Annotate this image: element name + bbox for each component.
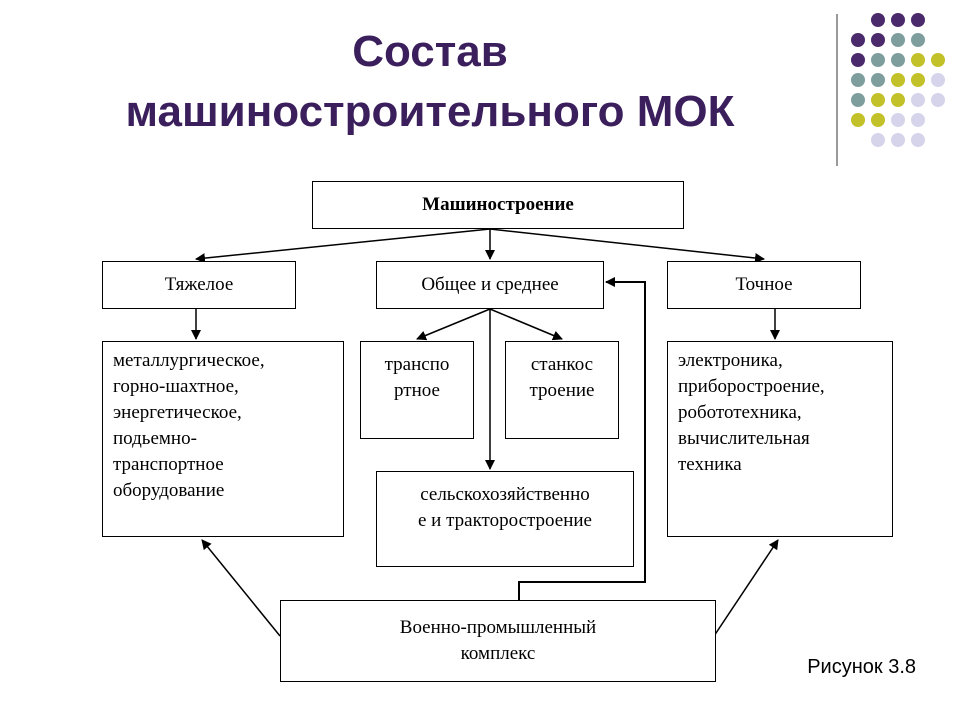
decorative-dot <box>891 73 905 87</box>
node-heavy-label: Тяжелое <box>164 274 234 295</box>
slide-title: Состав машиностроительного МОК <box>40 22 820 142</box>
decorative-dot <box>871 133 885 147</box>
arrow-root-to-heavy <box>195 228 491 264</box>
decorative-dot <box>871 13 885 27</box>
node-heavy-detail-label: металлургическое, горно-шахтное, энергет… <box>113 350 265 501</box>
decorative-dot <box>851 33 865 47</box>
node-heavy: Тяжелое <box>102 261 296 309</box>
divider-line <box>836 14 838 166</box>
node-root-label: Машиностроение <box>422 194 574 215</box>
node-root: Машиностроение <box>312 181 684 229</box>
decorative-dot <box>871 113 885 127</box>
slide-title-line1: Состав <box>352 27 508 76</box>
node-machine-tool-label: станкос троение <box>529 354 595 401</box>
arrow-general-to-machine-tool <box>489 308 563 341</box>
decorative-dot <box>891 133 905 147</box>
arrow-military-to-heavy <box>201 539 281 637</box>
node-precision-label: Точное <box>735 274 793 295</box>
node-general: Общее и среднее <box>376 261 604 309</box>
node-agri: сельскохозяйственно е и тракторостроение <box>376 471 634 567</box>
decorative-dot <box>891 53 905 67</box>
node-precision-detail-label: электроника, приборостроение, робототехн… <box>678 350 825 475</box>
decorative-dot <box>871 53 885 67</box>
decorative-dot <box>911 33 925 47</box>
decorative-dot <box>871 33 885 47</box>
decorative-dot <box>931 73 945 87</box>
arrow-root-to-precision <box>489 228 765 263</box>
decorative-dot <box>891 33 905 47</box>
decorative-dot <box>911 133 925 147</box>
decorative-dot <box>851 73 865 87</box>
decorative-dot <box>931 53 945 67</box>
node-transport-label: транспо ртное <box>384 354 450 401</box>
decorative-dot <box>871 93 885 107</box>
arrow-general-to-transport <box>416 308 491 341</box>
node-general-label: Общее и среднее <box>421 274 559 295</box>
decorative-dot <box>891 113 905 127</box>
decorative-dot <box>851 113 865 127</box>
node-military: Военно-промышленный комплекс <box>280 600 716 682</box>
decorative-dot <box>871 73 885 87</box>
decorative-dots-icon <box>851 13 945 147</box>
decorative-dot <box>911 113 925 127</box>
decorative-dot <box>931 93 945 107</box>
decorative-dot <box>891 13 905 27</box>
decorative-dot <box>911 93 925 107</box>
decorative-dot <box>911 53 925 67</box>
arrow-military-to-general <box>518 277 646 600</box>
decorative-dot <box>851 93 865 107</box>
figure-caption: Рисунок 3.8 <box>807 656 916 678</box>
node-precision-detail: электроника, приборостроение, робототехн… <box>667 341 893 537</box>
decorative-dot <box>911 13 925 27</box>
node-heavy-detail: металлургическое, горно-шахтное, энергет… <box>102 341 344 537</box>
decorative-dot <box>851 53 865 67</box>
node-precision: Точное <box>667 261 861 309</box>
decorative-dot <box>891 93 905 107</box>
node-machine-tool: станкос троение <box>505 341 619 439</box>
decorative-dot <box>911 73 925 87</box>
arrow-military-to-precision <box>713 539 779 637</box>
slide-title-line2: машиностроительного МОК <box>125 87 735 136</box>
node-agri-label: сельскохозяйственно е и тракторостроение <box>418 484 592 531</box>
node-transport: транспо ртное <box>360 341 474 439</box>
node-military-label: Военно-промышленный комплекс <box>399 617 597 664</box>
